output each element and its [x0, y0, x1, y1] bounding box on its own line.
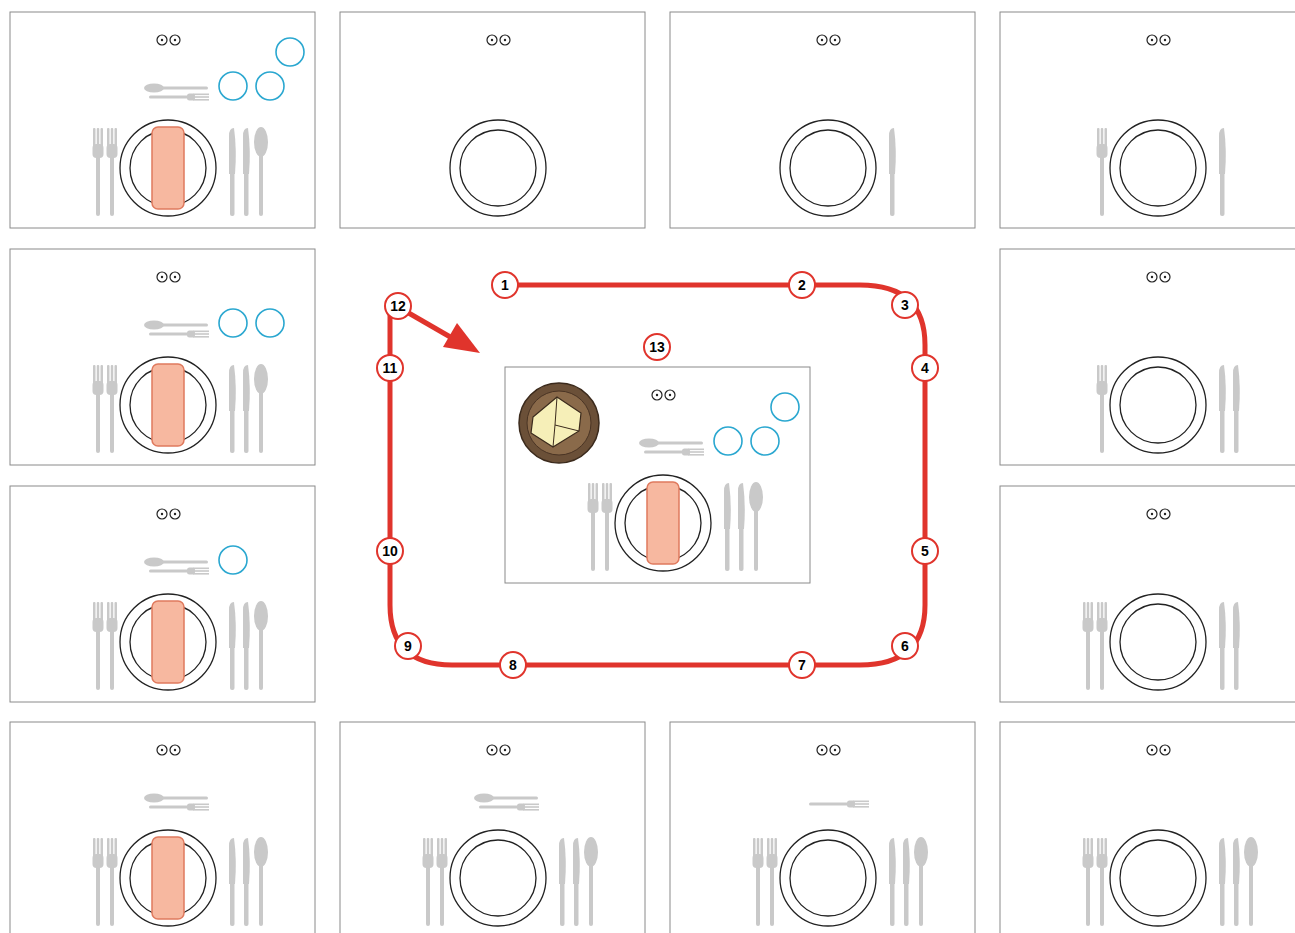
knife [243, 838, 250, 926]
knife [1219, 365, 1226, 453]
callout-number: 12 [384, 292, 412, 320]
place-setting [670, 12, 975, 228]
knife [229, 838, 236, 926]
knife [229, 602, 236, 690]
spoon [584, 837, 598, 926]
callout-number: 13 [643, 333, 671, 361]
fork [107, 128, 118, 216]
callout-number: 10 [376, 537, 404, 565]
knife [724, 483, 731, 571]
fork [107, 838, 118, 926]
fork [1097, 838, 1108, 926]
place-setting [1000, 249, 1295, 465]
spoon [254, 601, 268, 690]
dessert-spoon [639, 439, 703, 448]
dessert-fork [149, 568, 209, 575]
spoon [254, 127, 268, 216]
knife [1233, 602, 1240, 690]
place-setting [340, 722, 645, 933]
fork [767, 838, 778, 926]
callout-number: 8 [499, 651, 527, 679]
knife [243, 128, 250, 216]
dessert-spoon [144, 321, 208, 330]
knife [243, 602, 250, 690]
spoon [254, 364, 268, 453]
fork [1083, 602, 1094, 690]
dessert-spoon [144, 794, 208, 803]
callout-number: 5 [911, 537, 939, 565]
callout-number: 3 [891, 291, 919, 319]
fork [588, 483, 599, 571]
fork [602, 483, 613, 571]
callout-number: 7 [788, 651, 816, 679]
place-setting [1000, 486, 1295, 702]
dessert-fork [149, 94, 209, 101]
dessert-fork [149, 804, 209, 811]
knife [229, 365, 236, 453]
knife [1219, 602, 1226, 690]
callout-number: 6 [891, 632, 919, 660]
fork [1097, 128, 1108, 216]
service-route [390, 285, 925, 665]
place-setting [10, 722, 315, 933]
knife [738, 483, 745, 571]
fork [93, 602, 104, 690]
callout-number: 9 [394, 632, 422, 660]
spoon [1244, 837, 1258, 926]
fork [93, 128, 104, 216]
knife [903, 838, 910, 926]
dessert-spoon [474, 794, 538, 803]
dessert-spoon [144, 84, 208, 93]
fork [1083, 838, 1094, 926]
fork [93, 838, 104, 926]
knife [1233, 365, 1240, 453]
dessert-fork [149, 331, 209, 338]
callout-number: 4 [911, 354, 939, 382]
place-setting [670, 722, 975, 933]
spoon [749, 482, 763, 571]
fork [1097, 602, 1108, 690]
knife [243, 365, 250, 453]
fork [93, 365, 104, 453]
place-setting [10, 486, 315, 702]
place-setting [505, 367, 810, 583]
arrowhead [443, 323, 480, 353]
fork [753, 838, 764, 926]
callout-number: 11 [376, 354, 404, 382]
spoon [254, 837, 268, 926]
knife [573, 838, 580, 926]
place-setting [1000, 722, 1295, 933]
knife [1219, 128, 1226, 216]
fork [437, 838, 448, 926]
knife [1219, 838, 1226, 926]
place-setting [340, 12, 645, 228]
place-setting [10, 249, 315, 465]
fork [107, 602, 118, 690]
fork [423, 838, 434, 926]
dessert-spoon [144, 558, 208, 567]
place-setting [10, 12, 315, 228]
callout-number: 2 [788, 271, 816, 299]
spoon [914, 837, 928, 926]
callout-number: 1 [491, 271, 519, 299]
dessert-fork [644, 449, 704, 456]
knife [559, 838, 566, 926]
fork [1097, 365, 1108, 453]
place-setting [1000, 12, 1295, 228]
knife [889, 128, 896, 216]
fork [107, 365, 118, 453]
dessert-fork [809, 801, 869, 808]
dessert-fork [479, 804, 539, 811]
knife [889, 838, 896, 926]
knife [1233, 838, 1240, 926]
knife [229, 128, 236, 216]
